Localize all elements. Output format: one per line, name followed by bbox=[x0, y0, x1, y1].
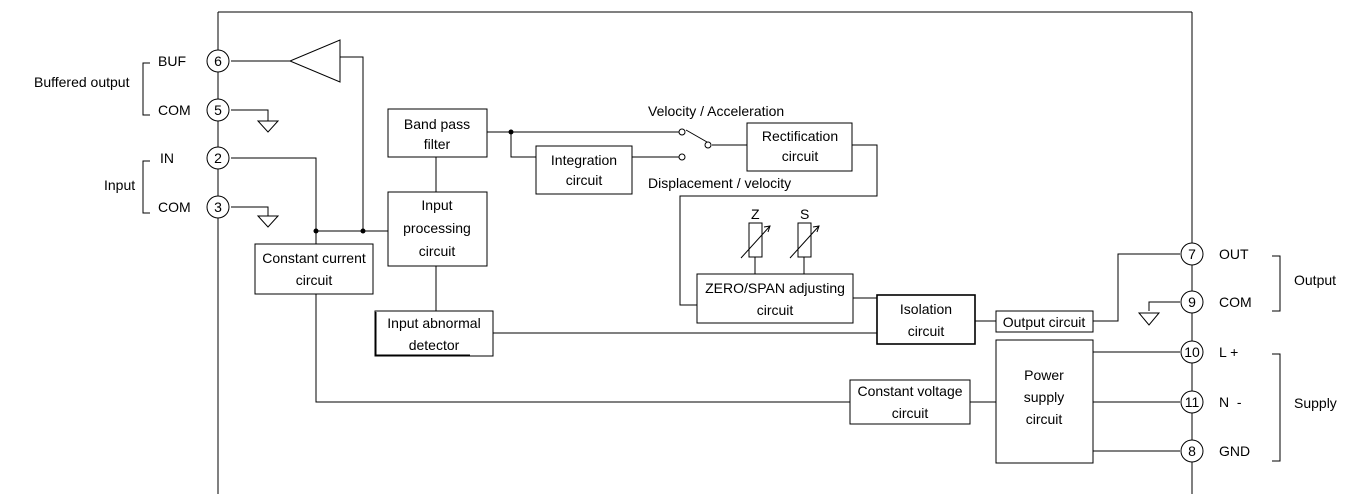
ground-icon-com9 bbox=[1137, 312, 1161, 326]
band-pass-filter-line-1: Band pass bbox=[404, 116, 470, 132]
terminal-3-label: COM bbox=[158, 199, 191, 215]
isolation-circuit-line-2: circuit bbox=[908, 323, 945, 339]
output-circuit-line-1: Output circuit bbox=[1003, 314, 1086, 330]
terminal-7-number: 7 bbox=[1188, 246, 1196, 262]
constant-current-line-2: circuit bbox=[296, 272, 333, 288]
ground-icon-com5 bbox=[256, 120, 280, 133]
terminal-8-label: GND bbox=[1219, 443, 1250, 459]
constant-current-line-1: Constant current bbox=[262, 250, 366, 266]
zero-span-adjusting-circuit-block: ZERO/SPAN adjusting circuit bbox=[696, 273, 854, 324]
terminal-2-label: IN bbox=[160, 150, 174, 166]
group-label-supply: Supply bbox=[1294, 395, 1337, 411]
selector-switch: Velocity / Acceleration Displacement / v… bbox=[648, 103, 791, 191]
junctions bbox=[313, 129, 514, 234]
input-abnormal-line-1: Input abnormal bbox=[387, 315, 480, 331]
band-pass-filter-block: Band pass filter bbox=[387, 108, 488, 158]
rectification-circuit-line-2: circuit bbox=[782, 148, 819, 164]
power-supply-circuit-block: Power supply circuit bbox=[995, 339, 1094, 464]
terminal-6-label: BUF bbox=[158, 53, 186, 69]
output-circuit-block: Output circuit bbox=[995, 310, 1094, 333]
buffer-amplifier-icon bbox=[288, 39, 341, 83]
constant-voltage-circuit-block: Constant voltage circuit bbox=[849, 379, 971, 425]
terminal-11-number: 11 bbox=[1185, 394, 1200, 410]
rectification-circuit-line-1: Rectification bbox=[762, 128, 838, 144]
group-buffered-output: Buffered output bbox=[34, 62, 150, 116]
terminal-11: 11 N - bbox=[1180, 390, 1242, 414]
terminal-5-number: 5 bbox=[214, 102, 222, 118]
buffer-amplifier bbox=[288, 39, 364, 231]
terminal-7-label: OUT bbox=[1219, 246, 1249, 262]
arrow-icon bbox=[812, 225, 820, 233]
terminal-9-number: 9 bbox=[1188, 294, 1196, 310]
terminal-10-label: L + bbox=[1219, 344, 1238, 360]
group-output: Output bbox=[1272, 255, 1336, 312]
terminal-11-label: N - bbox=[1219, 394, 1242, 410]
input-processing-line-1: Input bbox=[421, 197, 452, 213]
terminal-3: 3 COM bbox=[158, 195, 230, 219]
group-input: Input bbox=[104, 160, 150, 214]
terminal-2-number: 2 bbox=[214, 150, 222, 166]
terminal-3-number: 3 bbox=[214, 199, 222, 215]
group-label-buffered-output: Buffered output bbox=[34, 74, 130, 90]
span-adjuster-label: S bbox=[800, 206, 809, 222]
input-processing-line-3: circuit bbox=[419, 243, 456, 259]
terminal-6: 6 BUF bbox=[158, 49, 230, 73]
rectification-circuit-block: Rectification circuit bbox=[746, 122, 853, 172]
power-supply-line-1: Power bbox=[1024, 367, 1064, 383]
group-supply: Supply bbox=[1272, 353, 1337, 462]
constant-voltage-line-2: circuit bbox=[892, 405, 929, 421]
terminal-9-label: COM bbox=[1219, 294, 1252, 310]
constant-voltage-line-1: Constant voltage bbox=[857, 383, 962, 399]
integration-circuit-line-2: circuit bbox=[566, 172, 603, 188]
input-abnormal-line-2: detector bbox=[409, 337, 460, 353]
power-supply-line-2: supply bbox=[1024, 389, 1064, 405]
wiring bbox=[315, 129, 996, 403]
constant-current-circuit-block: Constant current circuit bbox=[254, 243, 374, 295]
terminal-9: 9 COM bbox=[1180, 290, 1252, 314]
zero-adjuster: Z bbox=[740, 206, 771, 259]
band-pass-filter-line-2: filter bbox=[424, 136, 451, 152]
terminal-5-label: COM bbox=[158, 102, 191, 118]
terminal-6-number: 6 bbox=[214, 53, 222, 69]
zero-span-line-1: ZERO/SPAN adjusting bbox=[705, 280, 845, 296]
group-label-output: Output bbox=[1294, 272, 1336, 288]
terminal-8-number: 8 bbox=[1188, 443, 1196, 459]
span-adjuster: S bbox=[789, 206, 820, 259]
zero-adjuster-label: Z bbox=[751, 206, 760, 222]
group-label-input: Input bbox=[104, 177, 135, 193]
input-processing-line-2: processing bbox=[403, 220, 471, 236]
terminal-5: 5 COM bbox=[158, 98, 230, 122]
switch-label-upper: Velocity / Acceleration bbox=[648, 103, 784, 119]
switch-label-lower: Displacement / velocity bbox=[648, 175, 791, 191]
zero-span-line-2: circuit bbox=[757, 302, 794, 318]
isolation-circuit-block: Isolation circuit bbox=[876, 294, 976, 345]
input-processing-circuit-block: Input processing circuit bbox=[387, 191, 488, 267]
terminal-10: 10 L + bbox=[1180, 340, 1238, 364]
power-supply-line-3: circuit bbox=[1026, 411, 1063, 427]
terminal-10-number: 10 bbox=[1184, 344, 1200, 360]
isolation-circuit-line-1: Isolation bbox=[900, 301, 952, 317]
integration-circuit-block: Integration circuit bbox=[535, 145, 633, 195]
input-abnormal-detector-block: Input abnormal detector bbox=[374, 310, 494, 357]
ground-icon-com3 bbox=[256, 215, 280, 228]
terminal-8: 8 GND bbox=[1180, 439, 1250, 463]
terminal-leads bbox=[231, 60, 1180, 452]
arrow-icon bbox=[763, 225, 771, 233]
integration-circuit-line-1: Integration bbox=[551, 152, 617, 168]
terminal-7: 7 OUT bbox=[1180, 242, 1249, 266]
terminal-2: 2 IN bbox=[160, 146, 230, 170]
